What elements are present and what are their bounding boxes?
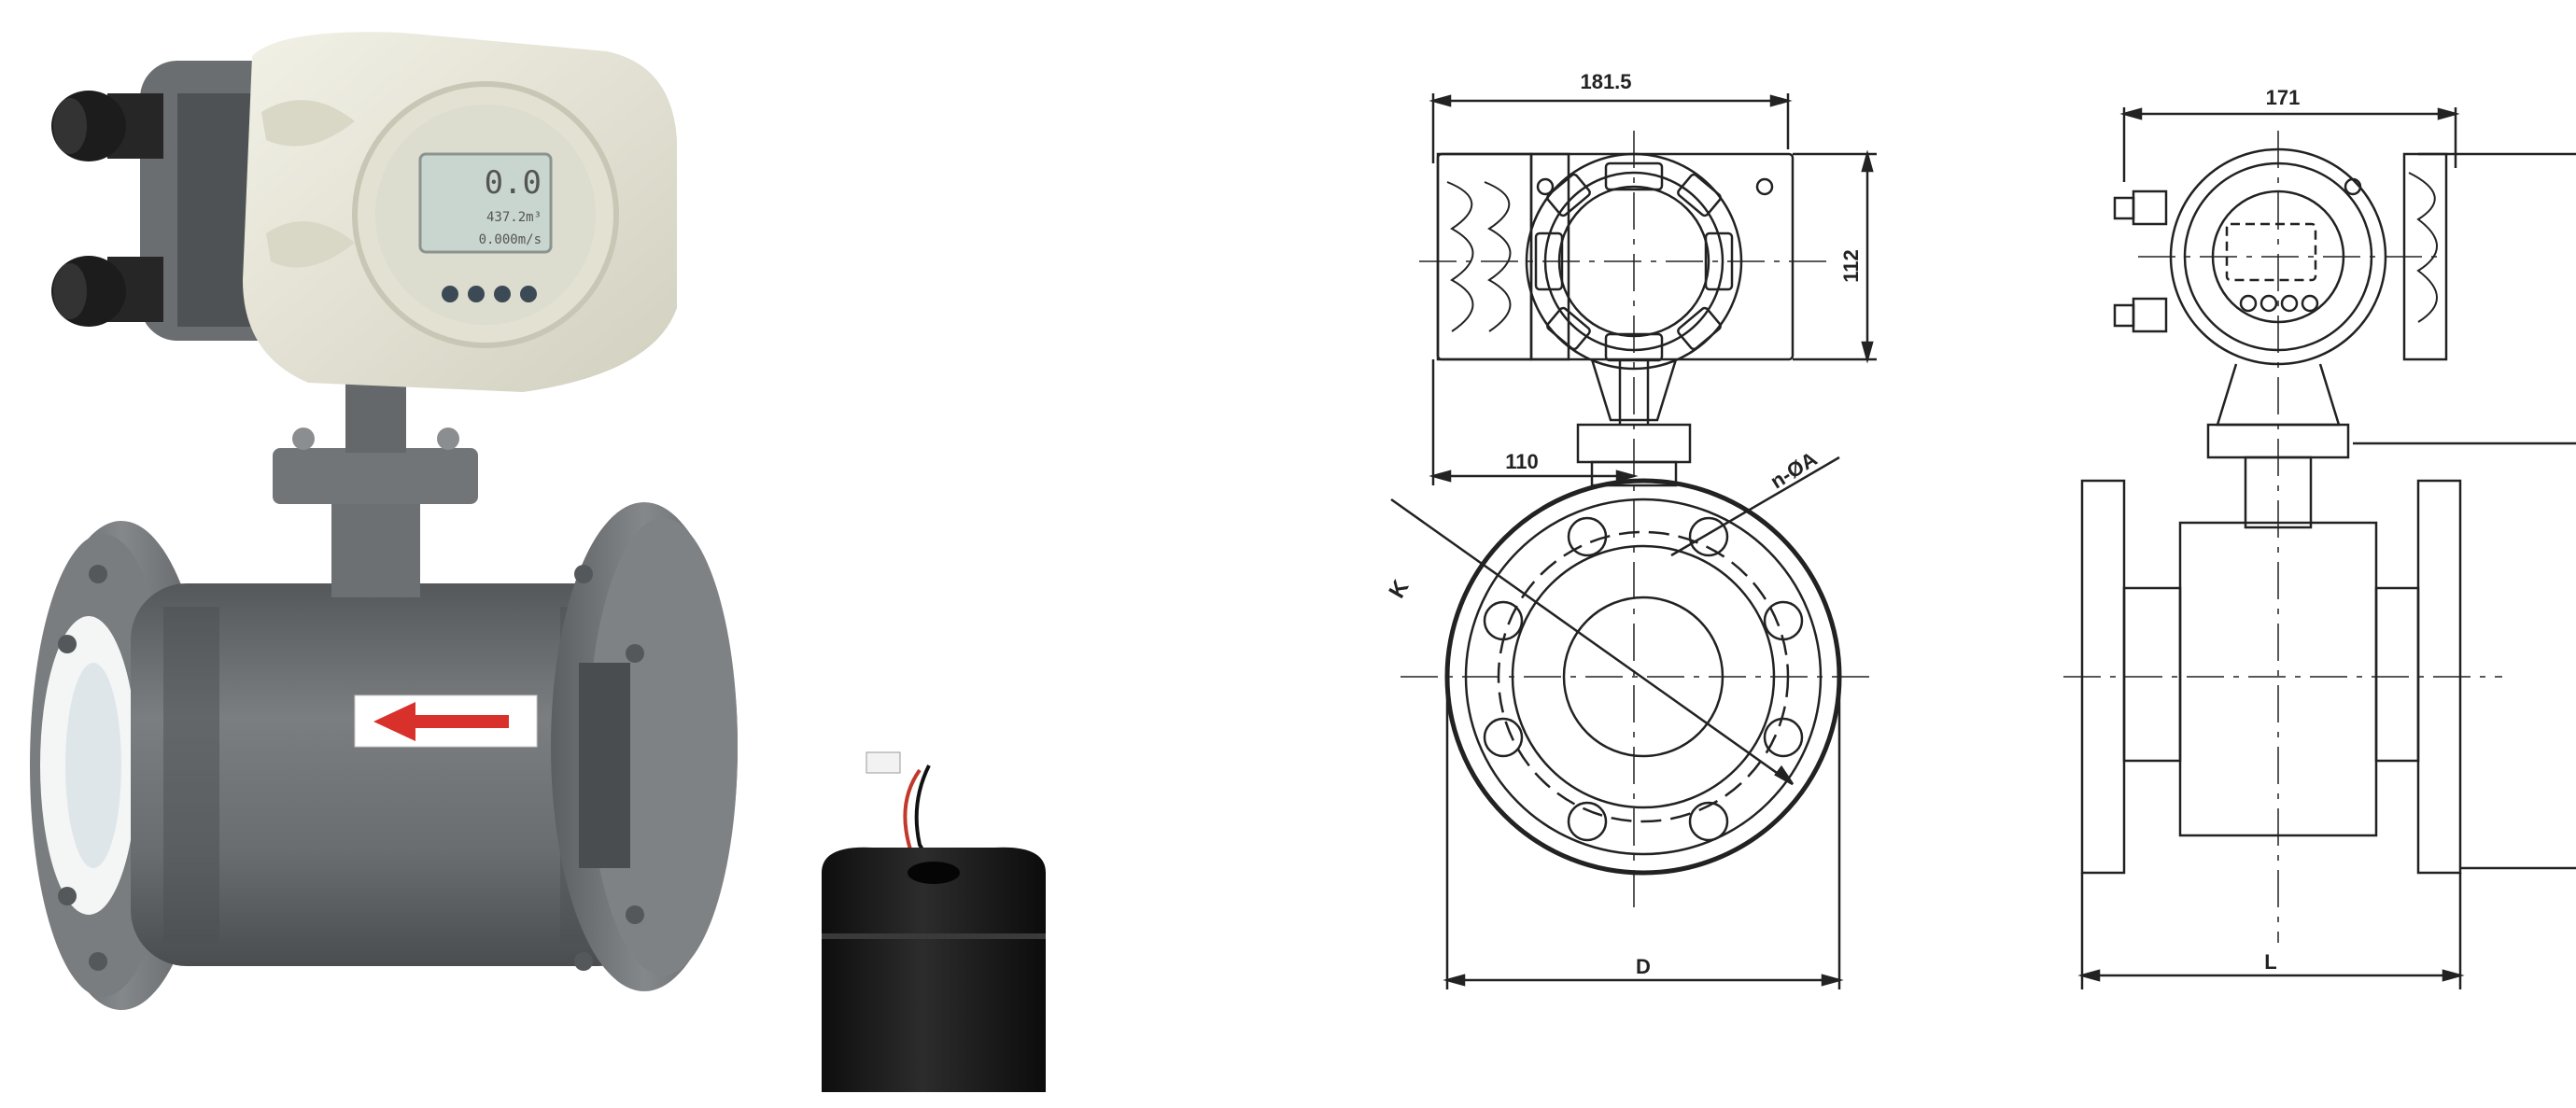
- cable-gland-icon: [51, 256, 163, 327]
- dim-height-label: 112: [1839, 249, 1863, 283]
- dim-width-label: 181.5: [1580, 70, 1631, 93]
- drawing-front-view: [2063, 107, 2576, 989]
- dim-front-width-label: 171: [2266, 86, 2301, 109]
- right-flange: [551, 502, 738, 991]
- drawing-front-view-labels: 171 L: [2264, 86, 2300, 974]
- dim-flange-diameter-label: D: [1636, 955, 1651, 978]
- drawing-side-view: [1390, 93, 1877, 989]
- dim-bolt-circle-label: K: [1384, 575, 1414, 602]
- dim-bolt-holes-label: n-ØA: [1767, 447, 1822, 494]
- flowmeter-photo: 0.0 437.2m³ 0.000m/s: [30, 32, 738, 1010]
- cable-gland-icon: [51, 91, 163, 161]
- battery-pack-photo: [822, 751, 1046, 1092]
- lcd-reading: 0.0: [485, 164, 542, 202]
- flow-direction-arrow-icon: [373, 702, 509, 741]
- dim-length-label: L: [2264, 950, 2276, 974]
- lcd-total: 437.2m³: [486, 210, 542, 225]
- display-button-icon[interactable]: [468, 286, 485, 302]
- lcd-velocity: 0.000m/s: [479, 232, 542, 247]
- display-button-icon[interactable]: [520, 286, 537, 302]
- dim-offset-label: 110: [1505, 450, 1539, 473]
- lcd-display: [418, 152, 553, 254]
- display-button-icon[interactable]: [494, 286, 511, 302]
- converter-housing: 0.0 437.2m³ 0.000m/s: [140, 32, 677, 393]
- drawing-side-view-labels: 181.5 112 110 n-ØA K D: [1384, 70, 1863, 978]
- meter-neck: [273, 373, 478, 597]
- display-button-icon[interactable]: [442, 286, 458, 302]
